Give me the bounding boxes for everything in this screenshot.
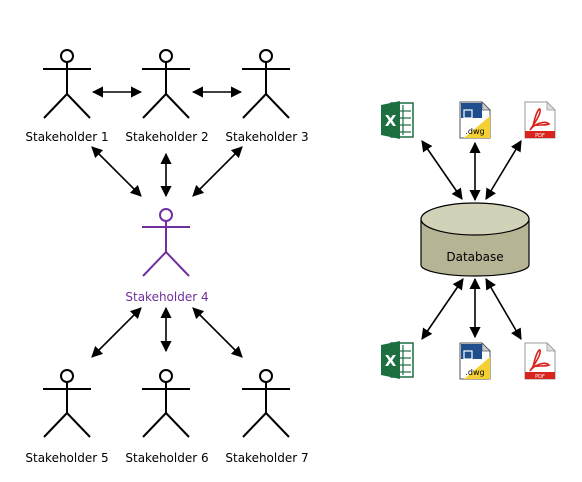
arrow-db-excel-top <box>421 140 463 200</box>
stakeholder-1-figure <box>43 49 91 119</box>
arrow-db-pdf-top <box>485 140 522 200</box>
stakeholder-7-figure <box>242 369 290 438</box>
dwg-icon-letter: .dwg <box>465 368 484 377</box>
pdf-icon-letter: PDF <box>535 374 545 380</box>
dwg-icon: .dwg <box>459 101 491 139</box>
arrow-db-pdf-bottom <box>485 278 522 340</box>
excel-icon-letter: X <box>385 112 397 130</box>
arrow-s4-s7 <box>192 307 243 358</box>
stakeholder-4-figure <box>142 208 190 277</box>
stakeholder-3-figure <box>242 49 290 119</box>
stakeholder-5-label: Stakeholder 5 <box>25 451 108 465</box>
dwg-icon-letter: .dwg <box>465 127 484 136</box>
database-cylinder <box>420 202 530 277</box>
stakeholder-2-figure <box>142 49 190 119</box>
arrow-s3-s4 <box>192 146 243 197</box>
stakeholder-7-label: Stakeholder 7 <box>225 451 308 465</box>
excel-icon: X <box>381 101 414 139</box>
stakeholder-1-label: Stakeholder 1 <box>25 130 108 144</box>
stakeholder-4-label: Stakeholder 4 <box>125 290 208 304</box>
dwg-icon: .dwg <box>459 342 491 380</box>
pdf-icon: PDF <box>524 101 556 139</box>
stakeholder-3-label: Stakeholder 3 <box>225 130 308 144</box>
stakeholder-6-figure <box>142 369 190 438</box>
excel-icon-letter: X <box>385 352 397 370</box>
database-label: Database <box>446 250 503 264</box>
arrow-s4-s5 <box>91 307 142 358</box>
arrow-s1-s4 <box>91 146 142 197</box>
excel-icon: X <box>381 341 414 379</box>
arrow-db-excel-bottom <box>421 278 464 340</box>
stakeholder-6-label: Stakeholder 6 <box>125 451 208 465</box>
pdf-icon-letter: PDF <box>535 133 545 139</box>
stakeholder-5-figure <box>43 369 91 438</box>
pdf-icon: PDF <box>524 342 556 380</box>
stakeholder-2-label: Stakeholder 2 <box>125 130 208 144</box>
